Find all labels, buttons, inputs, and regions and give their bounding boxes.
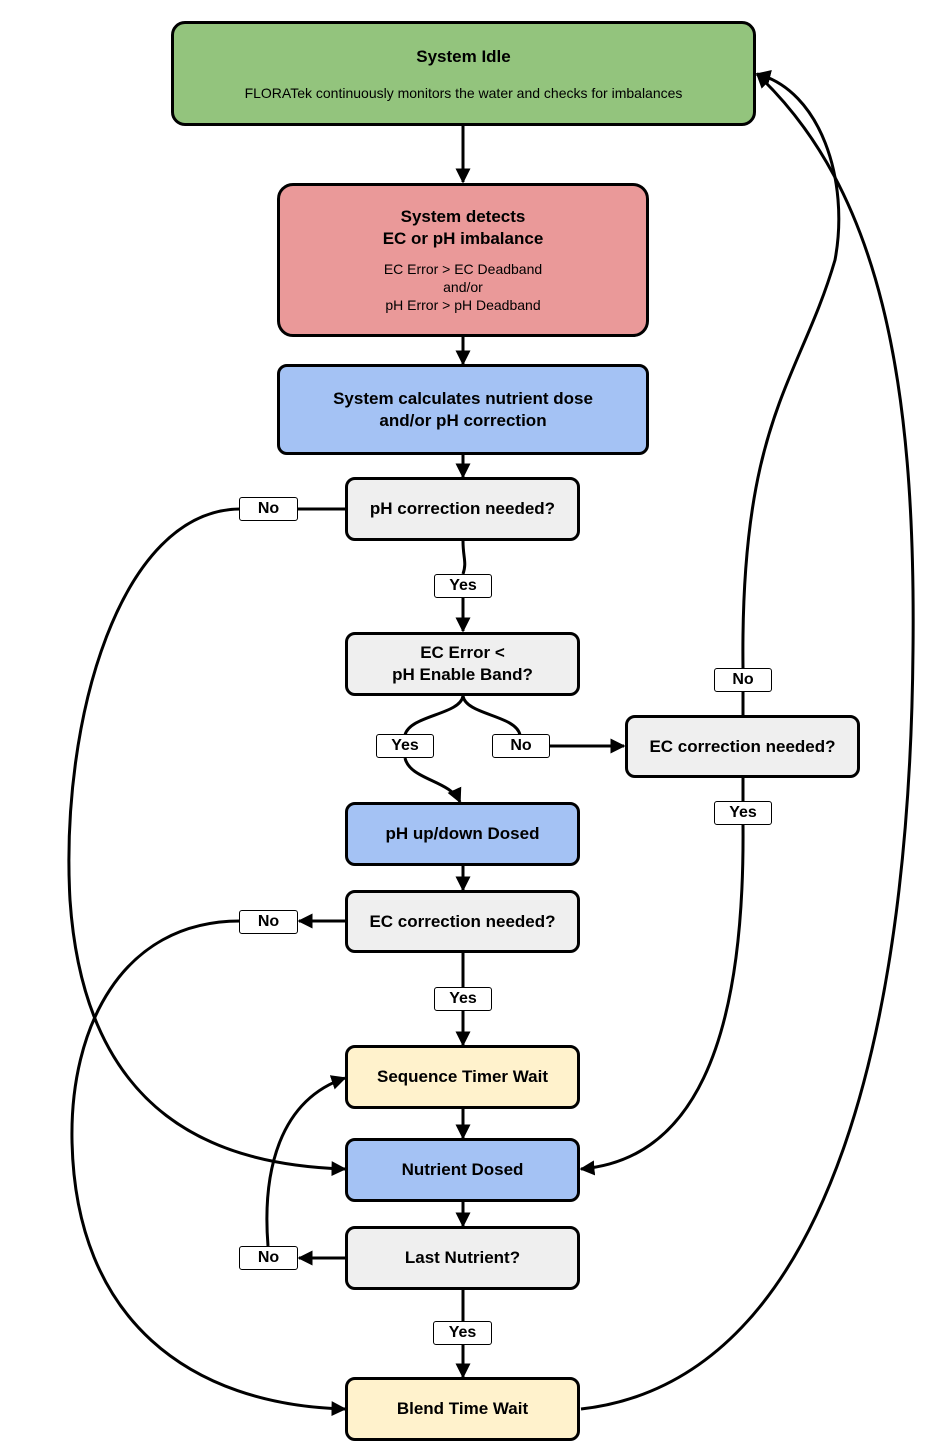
arrow-ph-no-to-nutrient (67, 507, 347, 1177)
node-sequence-timer-wait: Sequence Timer Wait (345, 1045, 580, 1109)
node-last-nutrient: Last Nutrient? (345, 1226, 580, 1290)
label-ec-no: No (239, 910, 298, 934)
node-system-idle-title: System Idle (416, 46, 511, 66)
node-calculate-dose: System calculates nutrient dose and/or p… (277, 364, 649, 455)
arrow-ec-no-to-blend (70, 919, 347, 1417)
node-ec-correction-needed-right: EC correction needed? (625, 715, 860, 778)
label-ph-yes: Yes (434, 574, 492, 598)
node-ec-error-band: EC Error < pH Enable Band? (345, 632, 580, 696)
arrow-ec-right-yes-to-nutrient (579, 824, 745, 1176)
arrow-last-no-to-seq-wait (265, 1075, 347, 1247)
node-ph-dosed-title: pH up/down Dosed (385, 824, 540, 843)
node-ec-correction-needed-right-title: EC correction needed? (649, 736, 836, 756)
label-ec-right-no: No (714, 668, 772, 692)
node-last-nutrient-title: Last Nutrient? (404, 1248, 521, 1267)
label-ph-no: No (239, 497, 298, 521)
node-ph-correction-needed-title: pH correction needed? (369, 499, 556, 518)
node-detect-imbalance: System detects EC or pH imbalance EC Err… (277, 183, 649, 337)
label-band-yes: Yes (376, 734, 434, 758)
node-ec-correction-needed-title: EC correction needed? (369, 911, 556, 931)
node-calculate-dose-title: System calculates nutrient dose and/or p… (333, 388, 593, 430)
arrow-ec-right-no-to-idle (741, 70, 841, 669)
arrow-ph-needed-yes (461, 540, 467, 575)
node-system-idle-desc: FLORATek continuously monitors the water… (244, 84, 683, 101)
node-blend-time-wait-title: Blend Time Wait (396, 1399, 529, 1418)
node-system-idle: System Idle FLORATek continuously monito… (171, 21, 756, 126)
node-detect-imbalance-title: System detects EC or pH imbalance (382, 207, 544, 248)
label-ec-right-yes: Yes (714, 801, 772, 825)
label-ec-yes: Yes (434, 987, 492, 1011)
node-sequence-timer-wait-title: Sequence Timer Wait (377, 1067, 548, 1086)
node-nutrient-dosed-title: Nutrient Dosed (401, 1160, 524, 1179)
arrow-band-no (461, 695, 522, 736)
arrow-band-yes (403, 695, 465, 736)
node-detect-imbalance-desc: EC Error > EC Deadband and/or pH Error >… (383, 261, 543, 313)
label-last-no: No (239, 1246, 298, 1270)
node-nutrient-dosed: Nutrient Dosed (345, 1138, 580, 1202)
node-ec-correction-needed: EC correction needed? (345, 890, 580, 953)
label-band-no: No (492, 734, 550, 758)
node-ph-correction-needed: pH correction needed? (345, 477, 580, 541)
node-ph-dosed: pH up/down Dosed (345, 802, 580, 866)
arrow-blend-to-idle (580, 72, 915, 1411)
label-last-yes: Yes (433, 1321, 492, 1345)
arrow-band-yes-to-ph-dosed (403, 757, 462, 804)
node-blend-time-wait: Blend Time Wait (345, 1377, 580, 1441)
node-ec-error-band-title: EC Error < pH Enable Band? (392, 643, 533, 684)
